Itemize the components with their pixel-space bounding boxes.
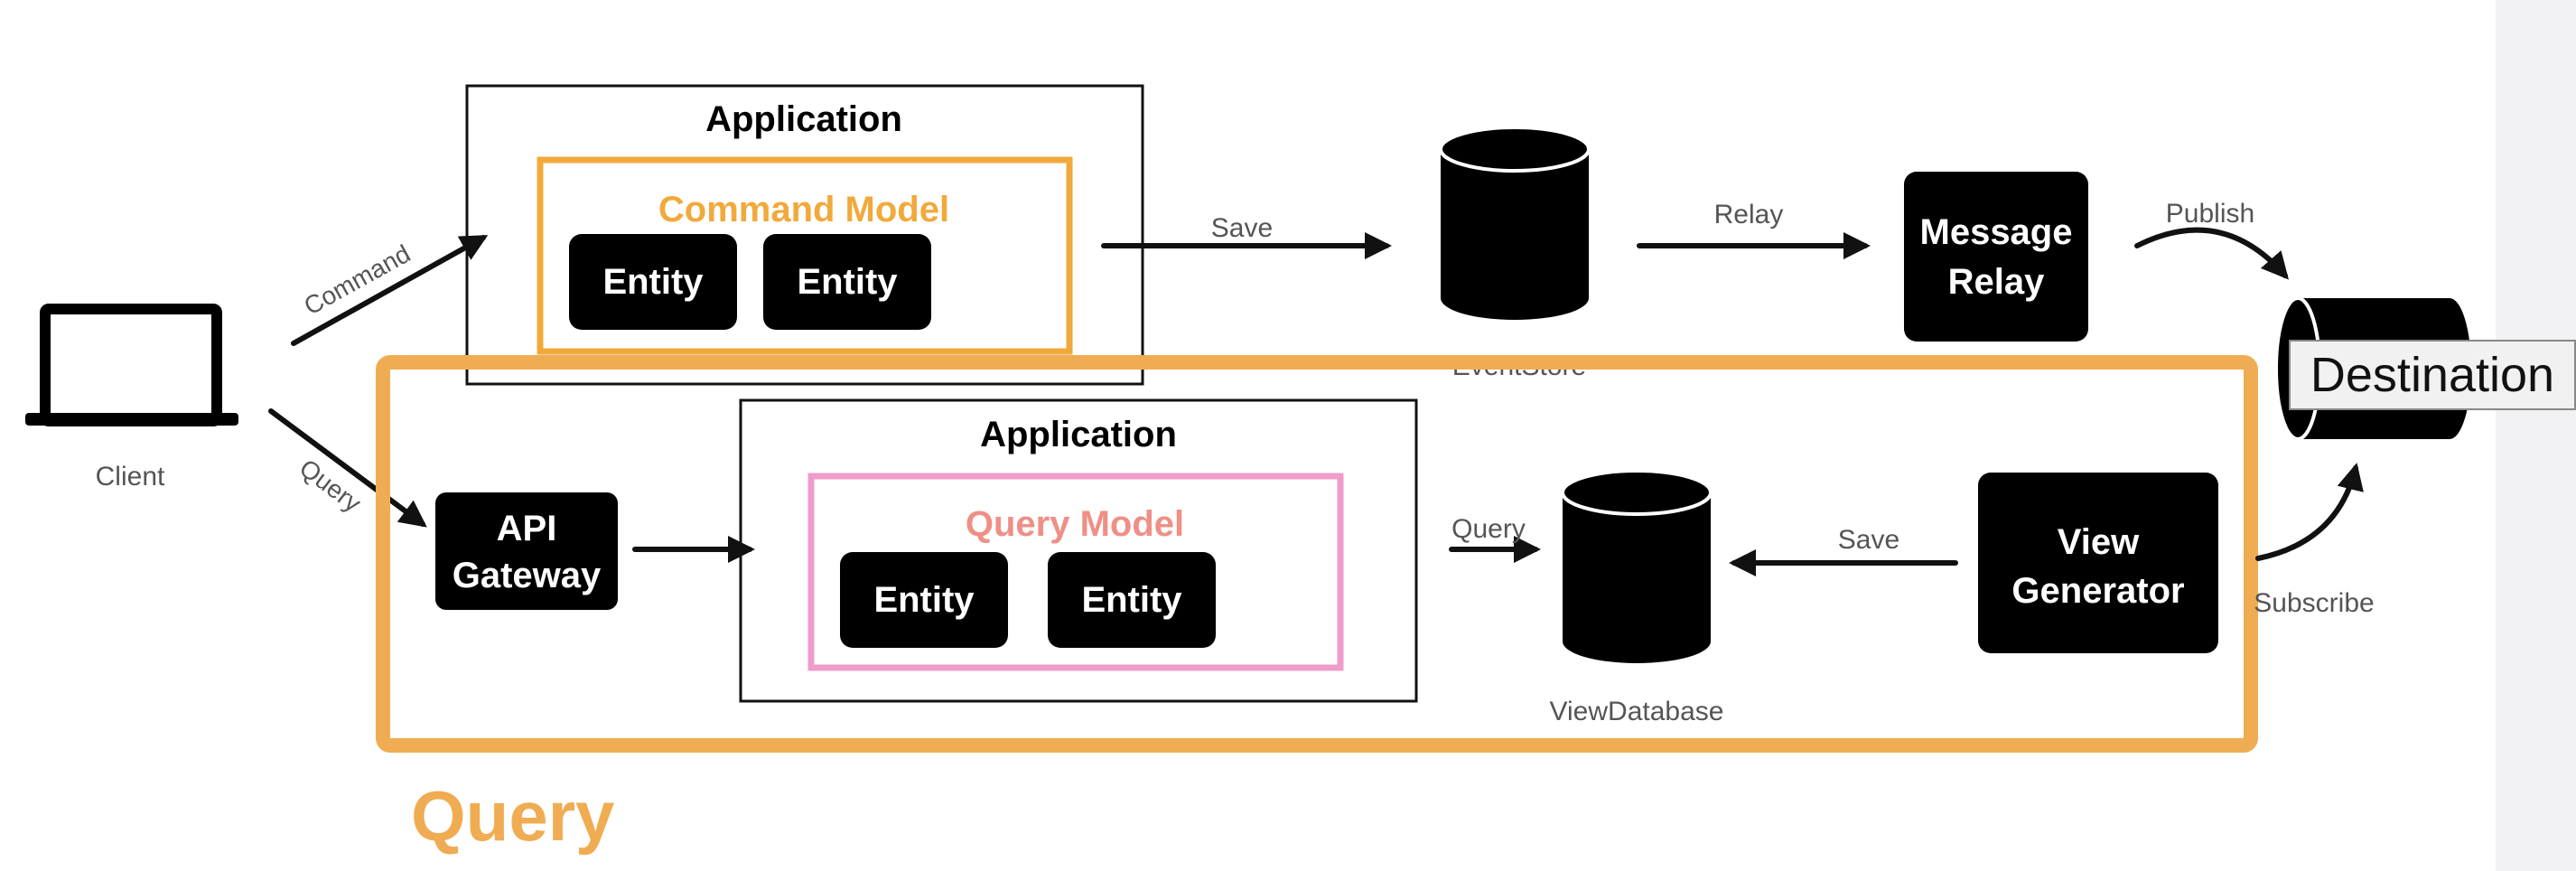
query-model-box xyxy=(807,473,1344,671)
command-arrow xyxy=(291,235,489,346)
api-gateway-line2: Gateway xyxy=(453,556,602,595)
view-database-label: ViewDatabase xyxy=(1550,697,1724,726)
query-application-box xyxy=(739,398,1418,703)
subscribe-edge-label: Subscribe xyxy=(2254,588,2374,618)
side-panel-strip xyxy=(2496,0,2576,871)
view-generator-line1: View xyxy=(2058,522,2140,562)
view-database-icon xyxy=(1561,469,1713,663)
api-gateway-node xyxy=(435,492,618,610)
publish-arrow xyxy=(2134,227,2289,280)
command-entity-1 xyxy=(569,234,737,330)
query-section-frame xyxy=(376,355,2258,753)
api-gateway-line1: API xyxy=(497,509,557,548)
subscribe-arrow xyxy=(2255,463,2364,561)
query-in-arrow xyxy=(268,408,427,528)
destination-tooltip: Destination xyxy=(2289,340,2576,410)
query-model-title: Query Model xyxy=(966,504,1184,544)
command-model-title: Command Model xyxy=(658,190,949,229)
command-entity-1-label: Entity xyxy=(602,262,704,302)
view-generator-line2: Generator xyxy=(2011,571,2184,611)
query-db-edge-label: Query xyxy=(1451,514,1526,544)
command-application-box xyxy=(465,84,1144,386)
relay-edge-label: Relay xyxy=(1714,200,1784,229)
laptop-icon xyxy=(25,304,238,426)
event-store-database-icon xyxy=(1439,126,1591,320)
message-relay-line2: Relay xyxy=(1948,262,2045,302)
query-in-edge-label: Query xyxy=(294,454,367,518)
client-label: Client xyxy=(96,462,165,492)
query-application-title: Application xyxy=(980,415,1177,454)
query-entity-1 xyxy=(840,552,1008,648)
query-entity-1-label: Entity xyxy=(873,580,975,620)
query-entity-2-label: Entity xyxy=(1081,580,1182,620)
query-entity-2 xyxy=(1048,552,1216,648)
command-model-box xyxy=(537,156,1073,355)
command-entity-2 xyxy=(763,234,931,330)
save-event-label: Save xyxy=(1211,213,1273,243)
query-section-label: Query xyxy=(411,776,614,856)
message-relay-node xyxy=(1904,172,2088,342)
command-application-title: Application xyxy=(705,99,902,139)
message-relay-line1: Message xyxy=(1920,212,2073,252)
view-generator-node xyxy=(1978,473,2218,653)
save-view-edge-label: Save xyxy=(1838,525,1899,555)
command-entity-2-label: Entity xyxy=(797,262,898,302)
publish-edge-label: Publish xyxy=(2166,199,2254,229)
